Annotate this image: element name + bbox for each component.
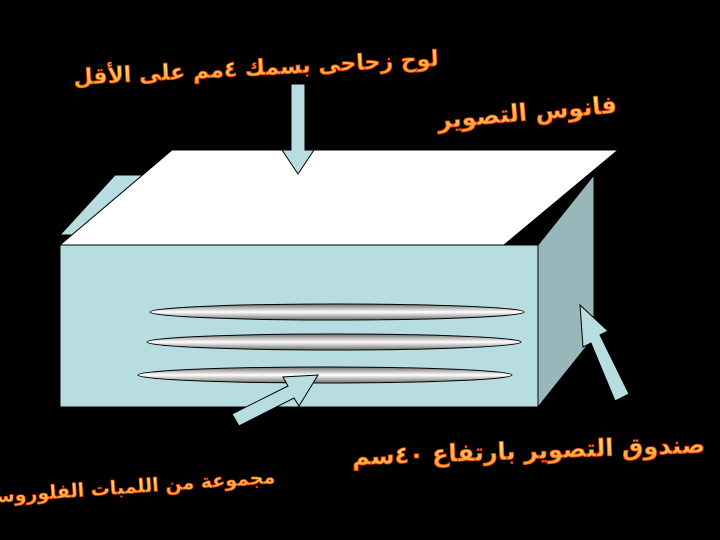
glass-plate bbox=[58, 149, 620, 246]
fluorescent-tube bbox=[149, 303, 525, 321]
lamps-label: مجموعة من اللمبات الفلوروسنت bbox=[0, 466, 276, 509]
glass-plate-label: لوح زحاحى بسمك ٤مم على الأقل bbox=[73, 44, 440, 91]
fluorescent-tubes bbox=[137, 303, 525, 384]
light-box bbox=[58, 149, 620, 409]
arrows bbox=[231, 83, 630, 427]
lamps-arrow-icon bbox=[231, 374, 319, 427]
fluorescent-tube bbox=[137, 366, 513, 384]
box-label: صندوق التصوير بارتفاع ٤٠سم bbox=[352, 431, 706, 471]
glass-plate-arrow-icon bbox=[281, 83, 315, 175]
box-arrow-icon bbox=[579, 303, 630, 402]
lantern-label: فانوس التصوير bbox=[435, 91, 618, 135]
fluorescent-tube bbox=[146, 333, 522, 351]
